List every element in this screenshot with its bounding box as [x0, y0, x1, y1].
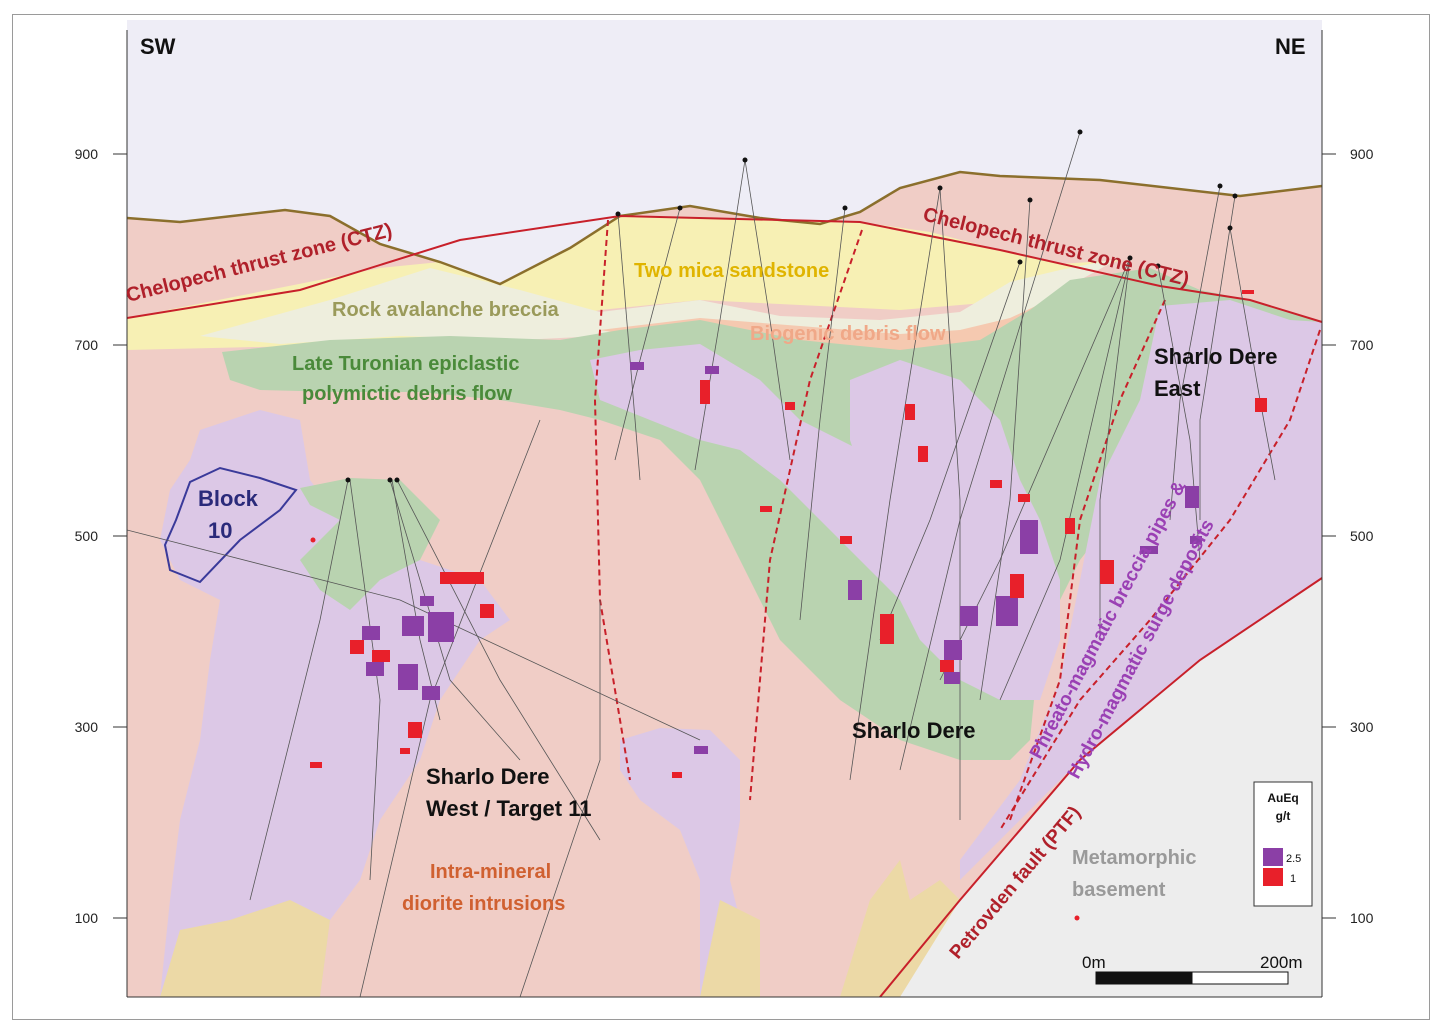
drill-collars: [345, 129, 1238, 483]
tick-label-left-700: 700: [75, 337, 99, 353]
orientation-ne: NE: [1275, 34, 1306, 59]
label-sharlo-west-2: West / Target 11: [426, 796, 591, 821]
right-elevation-ticks: 900 700 500 300 100: [1322, 146, 1374, 926]
scale-end: 200m: [1260, 953, 1303, 972]
breccia-unit: [160, 410, 510, 997]
lower-unit: [840, 860, 960, 997]
legend-title-1: AuEq: [1267, 791, 1298, 805]
tick-label-right-900: 900: [1350, 146, 1374, 162]
epiclastic-unit: [222, 268, 1322, 760]
ptf-fault-line: [879, 577, 1323, 998]
red-dot: [310, 537, 316, 543]
tick-label-left-900: 900: [75, 146, 99, 162]
tick-label-left-100: 100: [75, 910, 99, 926]
label-metamorphic-1: Metamorphic: [1072, 847, 1196, 869]
label-intra-2: diorite intrusions: [402, 893, 565, 915]
label-sharlo-east-2: East: [1154, 376, 1201, 401]
label-late-turonian-1: Late Turonian epiclastic: [292, 353, 519, 375]
tick-label-left-300: 300: [75, 719, 99, 735]
assay-intercepts: [310, 290, 1267, 778]
legend-title-2: g/t: [1276, 809, 1291, 823]
scale-bar: 0m 200m: [1082, 953, 1303, 985]
label-intra-1: Intra-mineral: [430, 861, 551, 883]
tick-label-left-500: 500: [75, 528, 99, 544]
scale-start: 0m: [1082, 953, 1106, 972]
label-block10-1: Block: [198, 486, 259, 511]
lower-unit: [160, 900, 330, 997]
red-dot: [1074, 915, 1080, 921]
assay-legend: AuEq g/t 2.5 1: [1253, 781, 1313, 907]
legend-label-high: 2.5: [1286, 853, 1301, 865]
orientation-sw: SW: [140, 34, 176, 59]
breccia-unit: [620, 728, 740, 997]
label-metamorphic-2: basement: [1072, 879, 1166, 901]
epiclastic-unit: [300, 478, 440, 610]
label-sharlo-east-1: Sharlo Dere: [1154, 344, 1278, 369]
label-rock-avalanche: Rock avalanche breccia: [332, 299, 560, 321]
breccia-unit: [960, 300, 1322, 880]
legend-swatch-low: [1263, 868, 1283, 886]
label-sharlo-west-1: Sharlo Dere: [426, 764, 550, 789]
tick-label-right-500: 500: [1350, 528, 1374, 544]
tick-label-right-700: 700: [1350, 337, 1374, 353]
legend-label-low: 1: [1290, 873, 1296, 885]
label-biogenic: Biogenic debris flow: [750, 323, 946, 345]
left-elevation-ticks: 900 700 500 300 100: [75, 146, 127, 926]
tick-label-right-100: 100: [1350, 910, 1374, 926]
topography-line: [126, 170, 1323, 286]
figure-frame: [12, 14, 1430, 1020]
ctz-fault-line: [126, 214, 1323, 323]
label-two-mica: Two mica sandstone: [634, 260, 829, 282]
block10-outline: [163, 466, 298, 584]
label-late-turonian-2: polymictic debris flow: [302, 383, 512, 405]
basement-unit: [880, 578, 1322, 997]
label-block10-2: 10: [208, 518, 232, 543]
tick-label-right-300: 300: [1350, 719, 1374, 735]
label-sharlo-dere: Sharlo Dere: [852, 718, 976, 743]
cover-unit: [127, 20, 1322, 284]
dashed-faults: [593, 219, 1321, 831]
lower-unit: [700, 900, 760, 997]
legend-swatch-high: [1263, 848, 1283, 866]
